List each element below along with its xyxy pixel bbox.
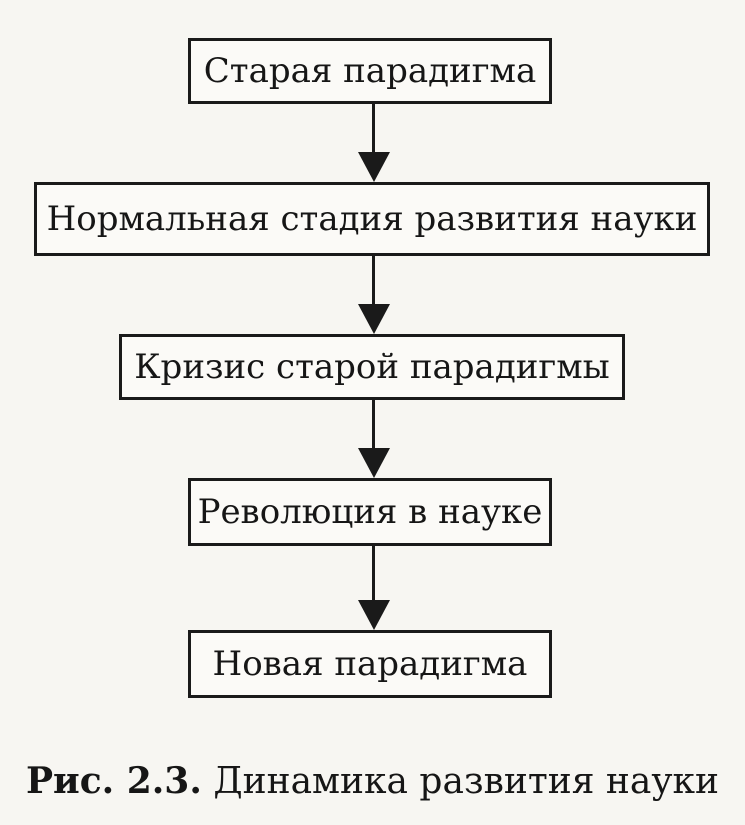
node-crisis: Кризис старой парадигмы bbox=[119, 334, 625, 400]
figure-number: Рис. 2.3. bbox=[25, 760, 202, 802]
figure-caption: Рис. 2.3. Динамика развития науки bbox=[0, 760, 745, 802]
arrow-old-to-normal bbox=[354, 104, 394, 182]
figure-title: Динамика развития науки bbox=[213, 761, 720, 802]
arrow-crisis-to-revolution bbox=[354, 400, 394, 478]
node-normal-stage: Нормальная стадия развития науки bbox=[34, 182, 710, 256]
arrow-normal-to-crisis bbox=[354, 256, 394, 334]
arrow-revolution-to-new bbox=[354, 546, 394, 630]
node-old-paradigm: Старая парадигма bbox=[188, 38, 552, 104]
node-new-paradigm: Новая парадигма bbox=[188, 630, 552, 698]
node-revolution: Революция в науке bbox=[188, 478, 552, 546]
